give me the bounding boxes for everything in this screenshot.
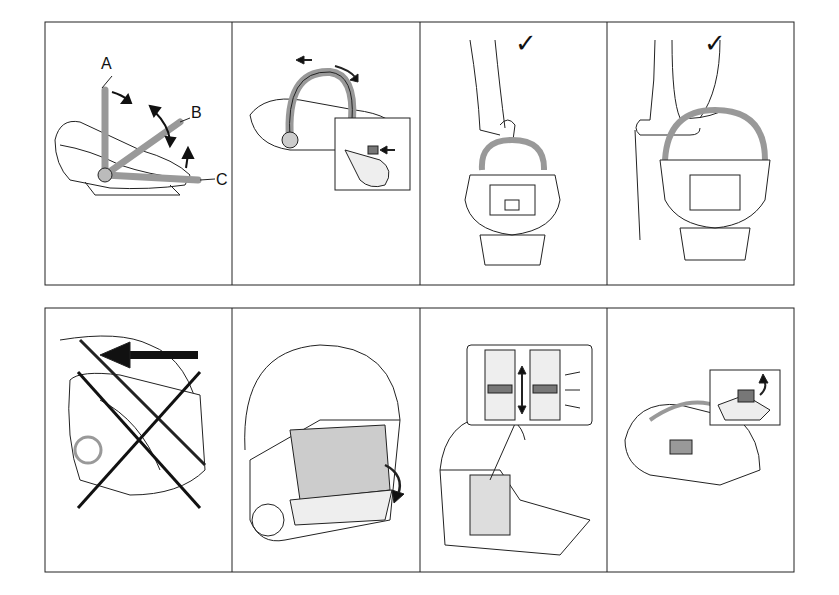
part-letter: C (216, 172, 228, 188)
carrying-figure (465, 40, 560, 265)
check-mark: ✓ (515, 30, 537, 56)
carrier-rear-view (245, 345, 404, 541)
buckle-release (625, 370, 780, 485)
panel-frame (45, 22, 794, 285)
handle-positions (105, 90, 198, 180)
harness-adjust (440, 345, 592, 555)
forbidden-handling (60, 336, 205, 508)
carrier-handle-release (250, 56, 410, 190)
check-mark: ✓ (704, 30, 726, 56)
panel-frame (45, 308, 794, 572)
carrier-side-view (55, 121, 190, 195)
forearm-carrying-figure (635, 40, 770, 260)
part-letter: A (101, 56, 112, 72)
part-letter: B (191, 105, 202, 121)
movement-arrows (112, 92, 193, 168)
